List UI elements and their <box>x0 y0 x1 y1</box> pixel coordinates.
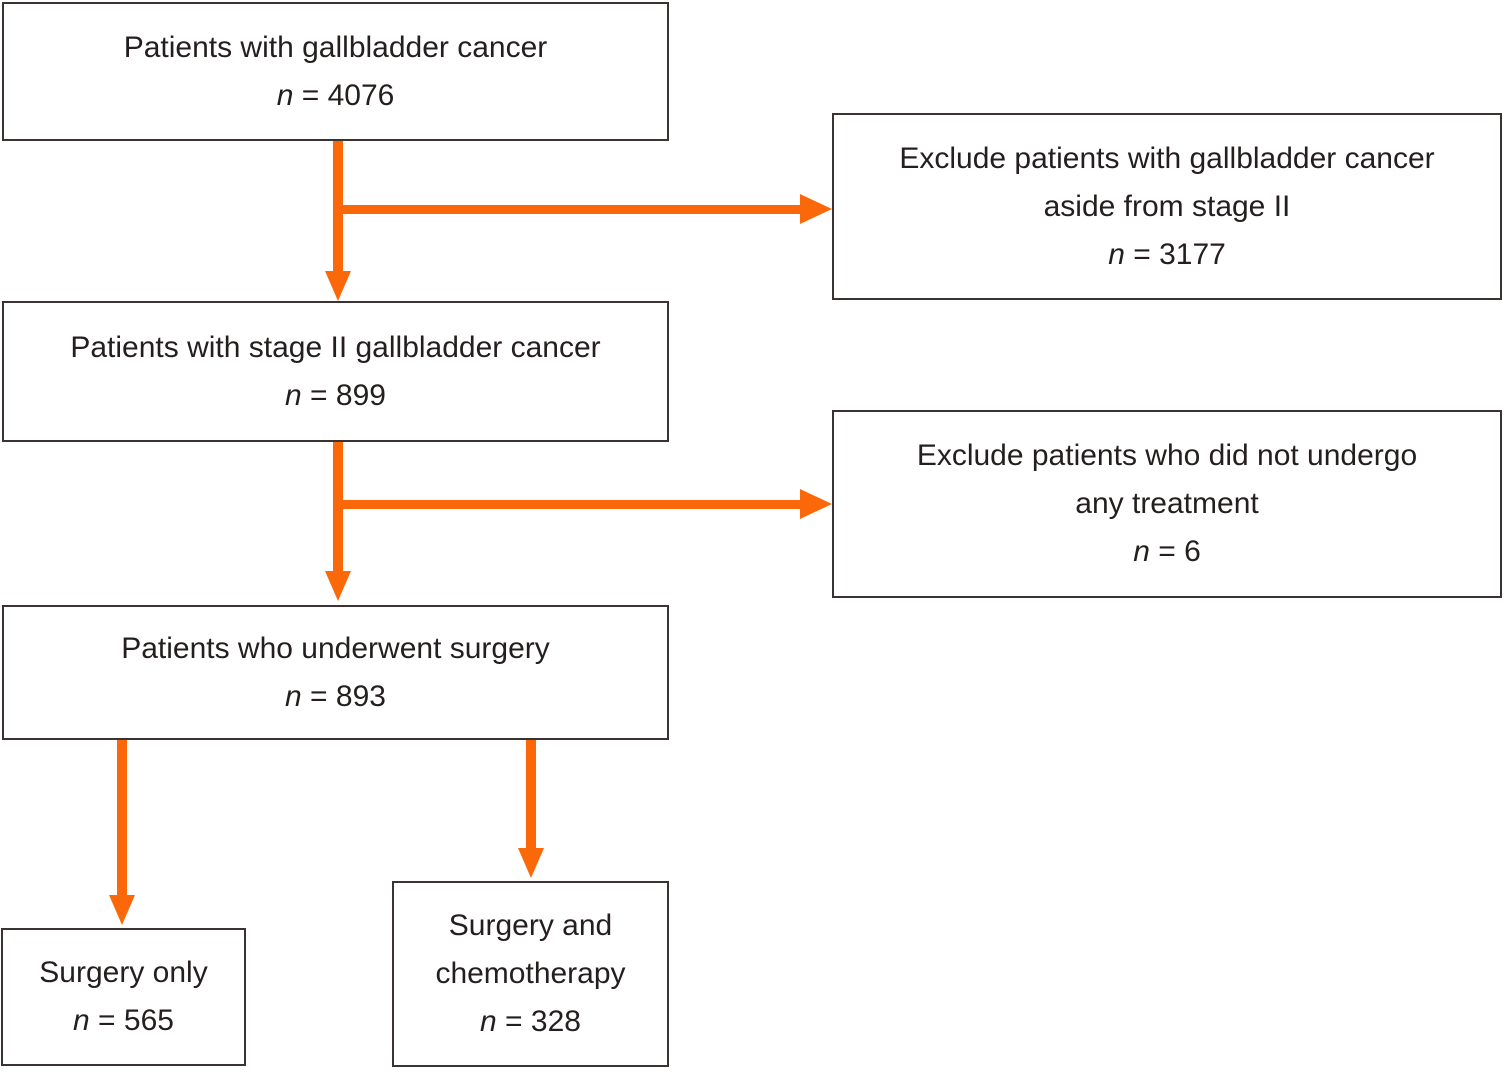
down-arrow-head-b1-b2 <box>325 271 351 301</box>
box-label: aside from stage II <box>1043 189 1291 223</box>
box-count: n = 565 <box>73 997 174 1045</box>
n-symbol: n <box>480 1005 497 1038</box>
down-arrow-head-b3-surgery-chemo <box>518 848 544 878</box>
n-symbol: n <box>285 679 302 713</box>
flow-box-gallbladder-cancer: Patients with gallbladder cancer n = 407… <box>2 2 669 141</box>
down-arrow-head-b2-b3 <box>325 571 351 601</box>
branch-arrow-shaft-to-exclude1 <box>333 205 800 214</box>
box-label: Patients who underwent surgery <box>121 631 550 665</box>
n-symbol: n <box>285 378 302 412</box>
flow-box-exclude-not-stage2: Exclude patients with gallbladder cancer… <box>832 113 1502 300</box>
down-arrow-shaft-b3-surgery-only <box>117 740 127 896</box>
n-symbol: n <box>73 1004 90 1037</box>
box-label: Patients with gallbladder cancer <box>123 30 548 64</box>
box-label: chemotherapy <box>435 957 626 990</box>
box-label: Patients with stage II gallbladder cance… <box>70 330 601 364</box>
flow-box-exclude-no-treatment: Exclude patients who did not undergo any… <box>832 410 1502 598</box>
n-value: = 4076 <box>301 78 395 112</box>
flow-box-underwent-surgery: Patients who underwent surgery n = 893 <box>2 605 669 740</box>
box-count: n = 899 <box>285 372 386 420</box>
n-value: = 565 <box>98 1004 174 1037</box>
box-count: n = 3177 <box>1108 231 1226 279</box>
n-value: = 6 <box>1158 535 1201 568</box>
box-count: n = 893 <box>285 673 386 721</box>
box-count: n = 6 <box>1133 528 1201 576</box>
box-count: n = 4076 <box>277 72 395 120</box>
branch-arrow-shaft-to-exclude2 <box>333 500 800 509</box>
box-label: Surgery and <box>448 909 613 942</box>
right-arrow-head-to-exclude2 <box>800 489 832 519</box>
n-symbol: n <box>1108 237 1125 271</box>
down-arrow-shaft-b3-surgery-chemo <box>526 740 536 849</box>
box-count: n = 328 <box>480 998 581 1046</box>
box-label: any treatment <box>1075 487 1259 520</box>
box-label: Exclude patients with gallbladder cancer <box>899 141 1435 175</box>
right-arrow-head-to-exclude1 <box>800 194 832 224</box>
n-value: = 893 <box>310 679 386 713</box>
box-label: Surgery only <box>39 956 208 989</box>
flow-box-surgery-chemotherapy: Surgery and chemotherapy n = 328 <box>392 881 669 1067</box>
n-value: = 3177 <box>1133 237 1226 271</box>
n-symbol: n <box>1133 535 1150 568</box>
down-arrow-head-b3-surgery-only <box>109 895 135 925</box>
n-symbol: n <box>276 78 294 112</box>
n-value: = 899 <box>310 378 386 412</box>
flow-box-surgery-only: Surgery only n = 565 <box>1 928 246 1066</box>
box-label: Exclude patients who did not undergo <box>916 439 1418 472</box>
n-value: = 328 <box>505 1005 581 1038</box>
flow-box-stage2-cancer: Patients with stage II gallbladder cance… <box>2 301 669 442</box>
